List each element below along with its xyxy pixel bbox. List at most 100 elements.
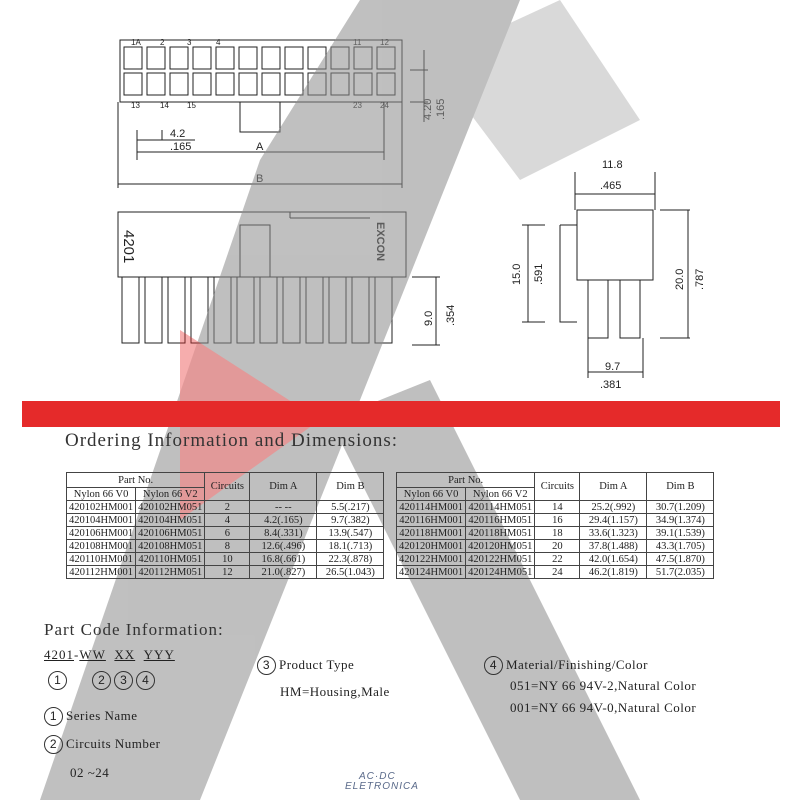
code-series: 4201 (44, 647, 74, 662)
circle-3: 3 (257, 656, 276, 675)
part-no-v2-cell: 420104HM051 (135, 513, 206, 527)
dim-row-mm: 4.20 (422, 99, 434, 120)
dim-b-header: Dim B (646, 472, 715, 501)
part-no-v0-cell: 420112HM001 (65, 565, 137, 579)
dim-97-mm: 9.7 (605, 361, 620, 373)
side-pin (213, 276, 232, 344)
dim-a-cell: 33.6(1.323) (579, 526, 648, 540)
circuits-cell: 4 (204, 513, 251, 527)
pin-label-14: 14 (160, 101, 169, 110)
dim-20-mm: 20.0 (674, 269, 686, 290)
front-view-body (119, 39, 403, 103)
dim-b-cell: 34.9(1.374) (646, 513, 715, 527)
part-no-v2-cell: 420102HM051 (135, 500, 206, 514)
dim-b-cell: 43.3(1.705) (646, 539, 715, 553)
series-name-text: Series Name (66, 708, 138, 723)
circuits-cell: 12 (204, 565, 251, 579)
side-pin (374, 276, 393, 344)
part-no-v0-cell: 420108HM001 (65, 539, 137, 553)
circuits-cell: 8 (204, 539, 251, 553)
pin-cell (376, 72, 396, 96)
pin-cell (330, 46, 350, 70)
pin-cell (307, 72, 327, 96)
pin-cell (376, 46, 396, 70)
side-view-body (117, 211, 407, 278)
dim-a-cell: 25.2(.992) (579, 500, 648, 514)
part-no-v2-cell: 420106HM051 (135, 526, 206, 540)
side-pin (121, 276, 140, 344)
part-no-header: Part No. (395, 472, 536, 488)
watermark-logo: AC·DC ELETRONICA (345, 772, 419, 792)
side-pin (144, 276, 163, 344)
pin-cell (284, 46, 304, 70)
part-no-v2-cell: 420112HM051 (135, 565, 206, 579)
circuits-number-text: Circuits Number (66, 736, 161, 751)
pin-label-11: 11 (353, 38, 362, 47)
pin-label-4: 4 (216, 38, 221, 47)
dim-width-mm: 11.8 (602, 159, 623, 171)
circuits-cell: 2 (204, 500, 251, 514)
side-pin (167, 276, 186, 344)
part-no-v0-cell: 420116HM001 (395, 513, 467, 527)
watermark-line2: ELETRONICA (345, 781, 419, 792)
nylon-v2-header: Nylon 66 V2 (465, 487, 536, 501)
part-no-v0-cell: 420104HM001 (65, 513, 137, 527)
dim-b-cell: 30.7(1.209) (646, 500, 715, 514)
dim-20-in: .787 (694, 269, 706, 290)
dim-a-header: Dim A (249, 472, 318, 501)
dim-pitch-in: .165 (170, 141, 191, 153)
circuits-cell: 18 (534, 526, 581, 540)
dim-97-in: .381 (600, 379, 621, 391)
front-view-latch (239, 101, 281, 133)
pin-cell (330, 72, 350, 96)
product-type-text: Product Type (279, 657, 355, 672)
red-divider-band (22, 401, 780, 427)
right-view-body (576, 209, 654, 281)
part-code-title: Part Code Information: (44, 620, 224, 639)
material-001: 001=NY 66 94V-0,Natural Color (510, 700, 697, 715)
circuits-header: Circuits (204, 472, 251, 501)
nylon-v0-header: Nylon 66 V0 (395, 487, 467, 501)
dim-b-cell: 18.1(.713) (316, 539, 385, 553)
circuits-header: Circuits (534, 472, 581, 501)
brand-label: EXCON (374, 222, 386, 261)
pin-cell (146, 72, 166, 96)
dim-b-cell: 13.9(.547) (316, 526, 385, 540)
nylon-v2-header: Nylon 66 V2 (135, 487, 206, 501)
circuits-cell: 16 (534, 513, 581, 527)
part-no-v0-cell: 420124HM001 (395, 565, 467, 579)
pin-cell (169, 72, 189, 96)
part-no-v2-cell: 420118HM051 (465, 526, 536, 540)
side-pin (351, 276, 370, 344)
pin-cell (215, 46, 235, 70)
dim-9-in: .354 (445, 305, 457, 326)
dim-b-header: Dim B (316, 472, 385, 501)
dim-9-mm: 9.0 (423, 311, 435, 326)
circuits-cell: 10 (204, 552, 251, 566)
pin-cell (192, 72, 212, 96)
part-no-v0-cell: 420106HM001 (65, 526, 137, 540)
pin-label-3: 3 (187, 38, 192, 47)
circle-2: 2 (44, 735, 63, 754)
code-xx: XX (114, 647, 136, 662)
ordering-table-left: Part No. Circuits Dim A Dim B Nylon 66 V… (65, 472, 385, 579)
circle-2: 2 (92, 671, 111, 690)
part-no-header: Part No. (65, 472, 206, 488)
side-pin (282, 276, 301, 344)
pin-cell (261, 46, 281, 70)
part-code-string: 4201-WW XX YYY (44, 647, 175, 662)
part-no-v0-cell: 420110HM001 (65, 552, 137, 566)
dim-b-cell: 5.5(.217) (316, 500, 385, 514)
part-no-v2-cell: 420116HM051 (465, 513, 536, 527)
pin-label-24: 24 (380, 101, 389, 110)
dim-a-label: A (256, 141, 264, 153)
pin-cell (284, 72, 304, 96)
dim-b-cell: 39.1(1.539) (646, 526, 715, 540)
